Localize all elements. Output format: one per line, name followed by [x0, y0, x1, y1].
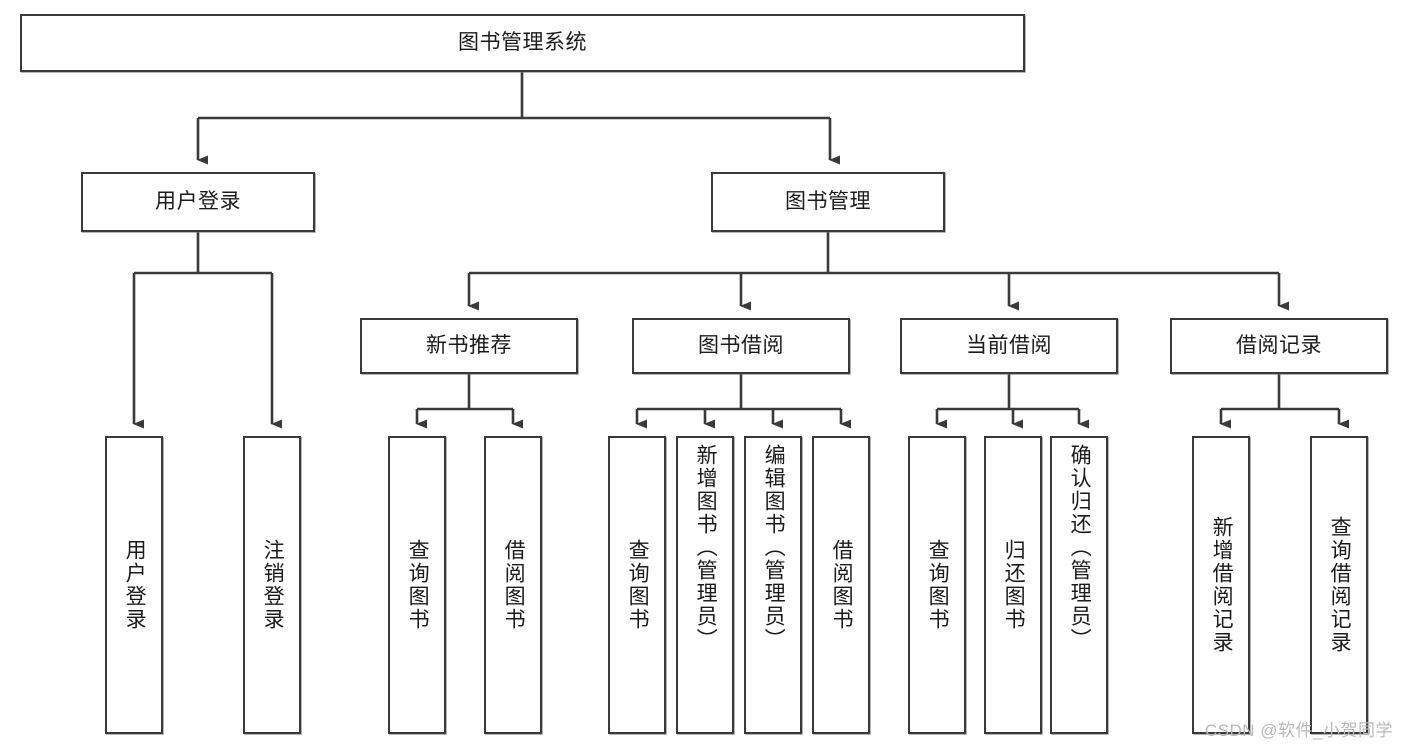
node-book-borrow-label: 图书借阅 — [698, 334, 784, 358]
node-bb-edit-book[interactable]: 编辑图书（管理员） — [744, 436, 802, 734]
node-cb-query-book[interactable]: 查询图书 — [908, 436, 966, 734]
node-bb-borrow-book-label: 借阅图书 — [830, 539, 854, 631]
node-cb-confirm-return-label: 确认归还（管理员） — [1068, 444, 1092, 651]
node-user-login[interactable]: 用户登录 — [81, 172, 315, 232]
node-nbr-borrow-book[interactable]: 借阅图书 — [484, 436, 542, 734]
node-cb-return-book-label: 归还图书 — [1002, 539, 1026, 631]
node-borrow-record[interactable]: 借阅记录 — [1170, 318, 1388, 374]
node-book-borrow[interactable]: 图书借阅 — [632, 318, 850, 374]
node-user-login-do[interactable]: 用户登录 — [105, 436, 163, 734]
node-bb-query-book-label: 查询图书 — [626, 539, 650, 631]
node-bb-add-book-label: 新增图书（管理员） — [694, 444, 718, 651]
node-new-book-recommend[interactable]: 新书推荐 — [360, 318, 578, 374]
node-borrow-record-label: 借阅记录 — [1236, 334, 1322, 358]
node-nbr-borrow-book-label: 借阅图书 — [502, 539, 526, 631]
node-br-query-record-label: 查询借阅记录 — [1328, 516, 1352, 654]
node-bb-edit-book-label: 编辑图书（管理员） — [762, 444, 786, 651]
node-br-add-record-label: 新增借阅记录 — [1210, 516, 1234, 654]
node-current-borrow-label: 当前借阅 — [966, 334, 1052, 358]
node-nbr-query-book-label: 查询图书 — [406, 539, 430, 631]
node-user-login-label: 用户登录 — [155, 190, 241, 214]
node-br-query-record[interactable]: 查询借阅记录 — [1310, 436, 1368, 734]
node-root-label: 图书管理系统 — [458, 31, 587, 55]
node-book-manage[interactable]: 图书管理 — [711, 172, 945, 232]
connectors — [132, 72, 1349, 429]
node-bb-add-book[interactable]: 新增图书（管理员） — [676, 436, 734, 734]
node-book-manage-label: 图书管理 — [785, 190, 871, 214]
node-cb-confirm-return[interactable]: 确认归还（管理员） — [1050, 436, 1108, 734]
node-bb-borrow-book[interactable]: 借阅图书 — [812, 436, 870, 734]
node-bb-query-book[interactable]: 查询图书 — [608, 436, 666, 734]
node-cb-return-book[interactable]: 归还图书 — [984, 436, 1042, 734]
node-nbr-query-book[interactable]: 查询图书 — [388, 436, 446, 734]
node-root[interactable]: 图书管理系统 — [20, 14, 1025, 72]
node-current-borrow[interactable]: 当前借阅 — [900, 318, 1118, 374]
node-user-login-do-label: 用户登录 — [123, 539, 147, 631]
node-new-book-recommend-label: 新书推荐 — [426, 334, 512, 358]
node-user-logout-label: 注销登录 — [261, 539, 285, 631]
node-br-add-record[interactable]: 新增借阅记录 — [1192, 436, 1250, 734]
node-user-logout[interactable]: 注销登录 — [243, 436, 301, 734]
node-cb-query-book-label: 查询图书 — [926, 539, 950, 631]
